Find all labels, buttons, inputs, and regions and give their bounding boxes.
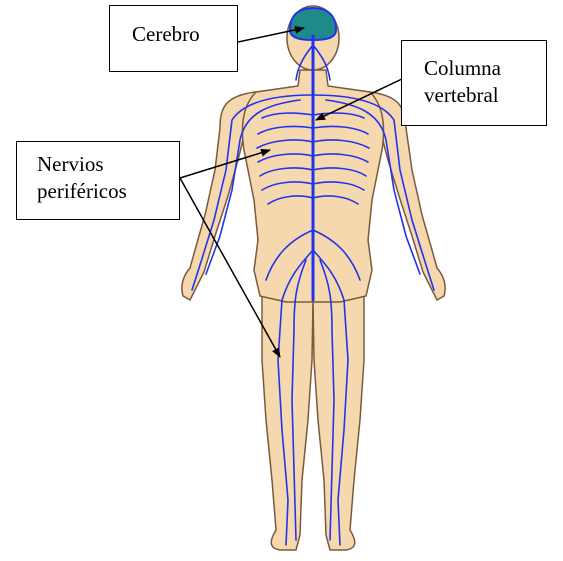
label-cerebro: Cerebro	[109, 5, 238, 72]
label-nervios-line2: periféricos	[37, 178, 179, 205]
label-columna-vertebral: Columna vertebral	[401, 40, 547, 126]
label-columna-line1: Columna	[424, 55, 546, 82]
label-nervios-perifericos: Nervios periféricos	[16, 141, 180, 220]
label-columna-line2: vertebral	[424, 82, 546, 109]
label-nervios-line1: Nervios	[37, 151, 179, 178]
label-cerebro-text: Cerebro	[132, 21, 237, 48]
